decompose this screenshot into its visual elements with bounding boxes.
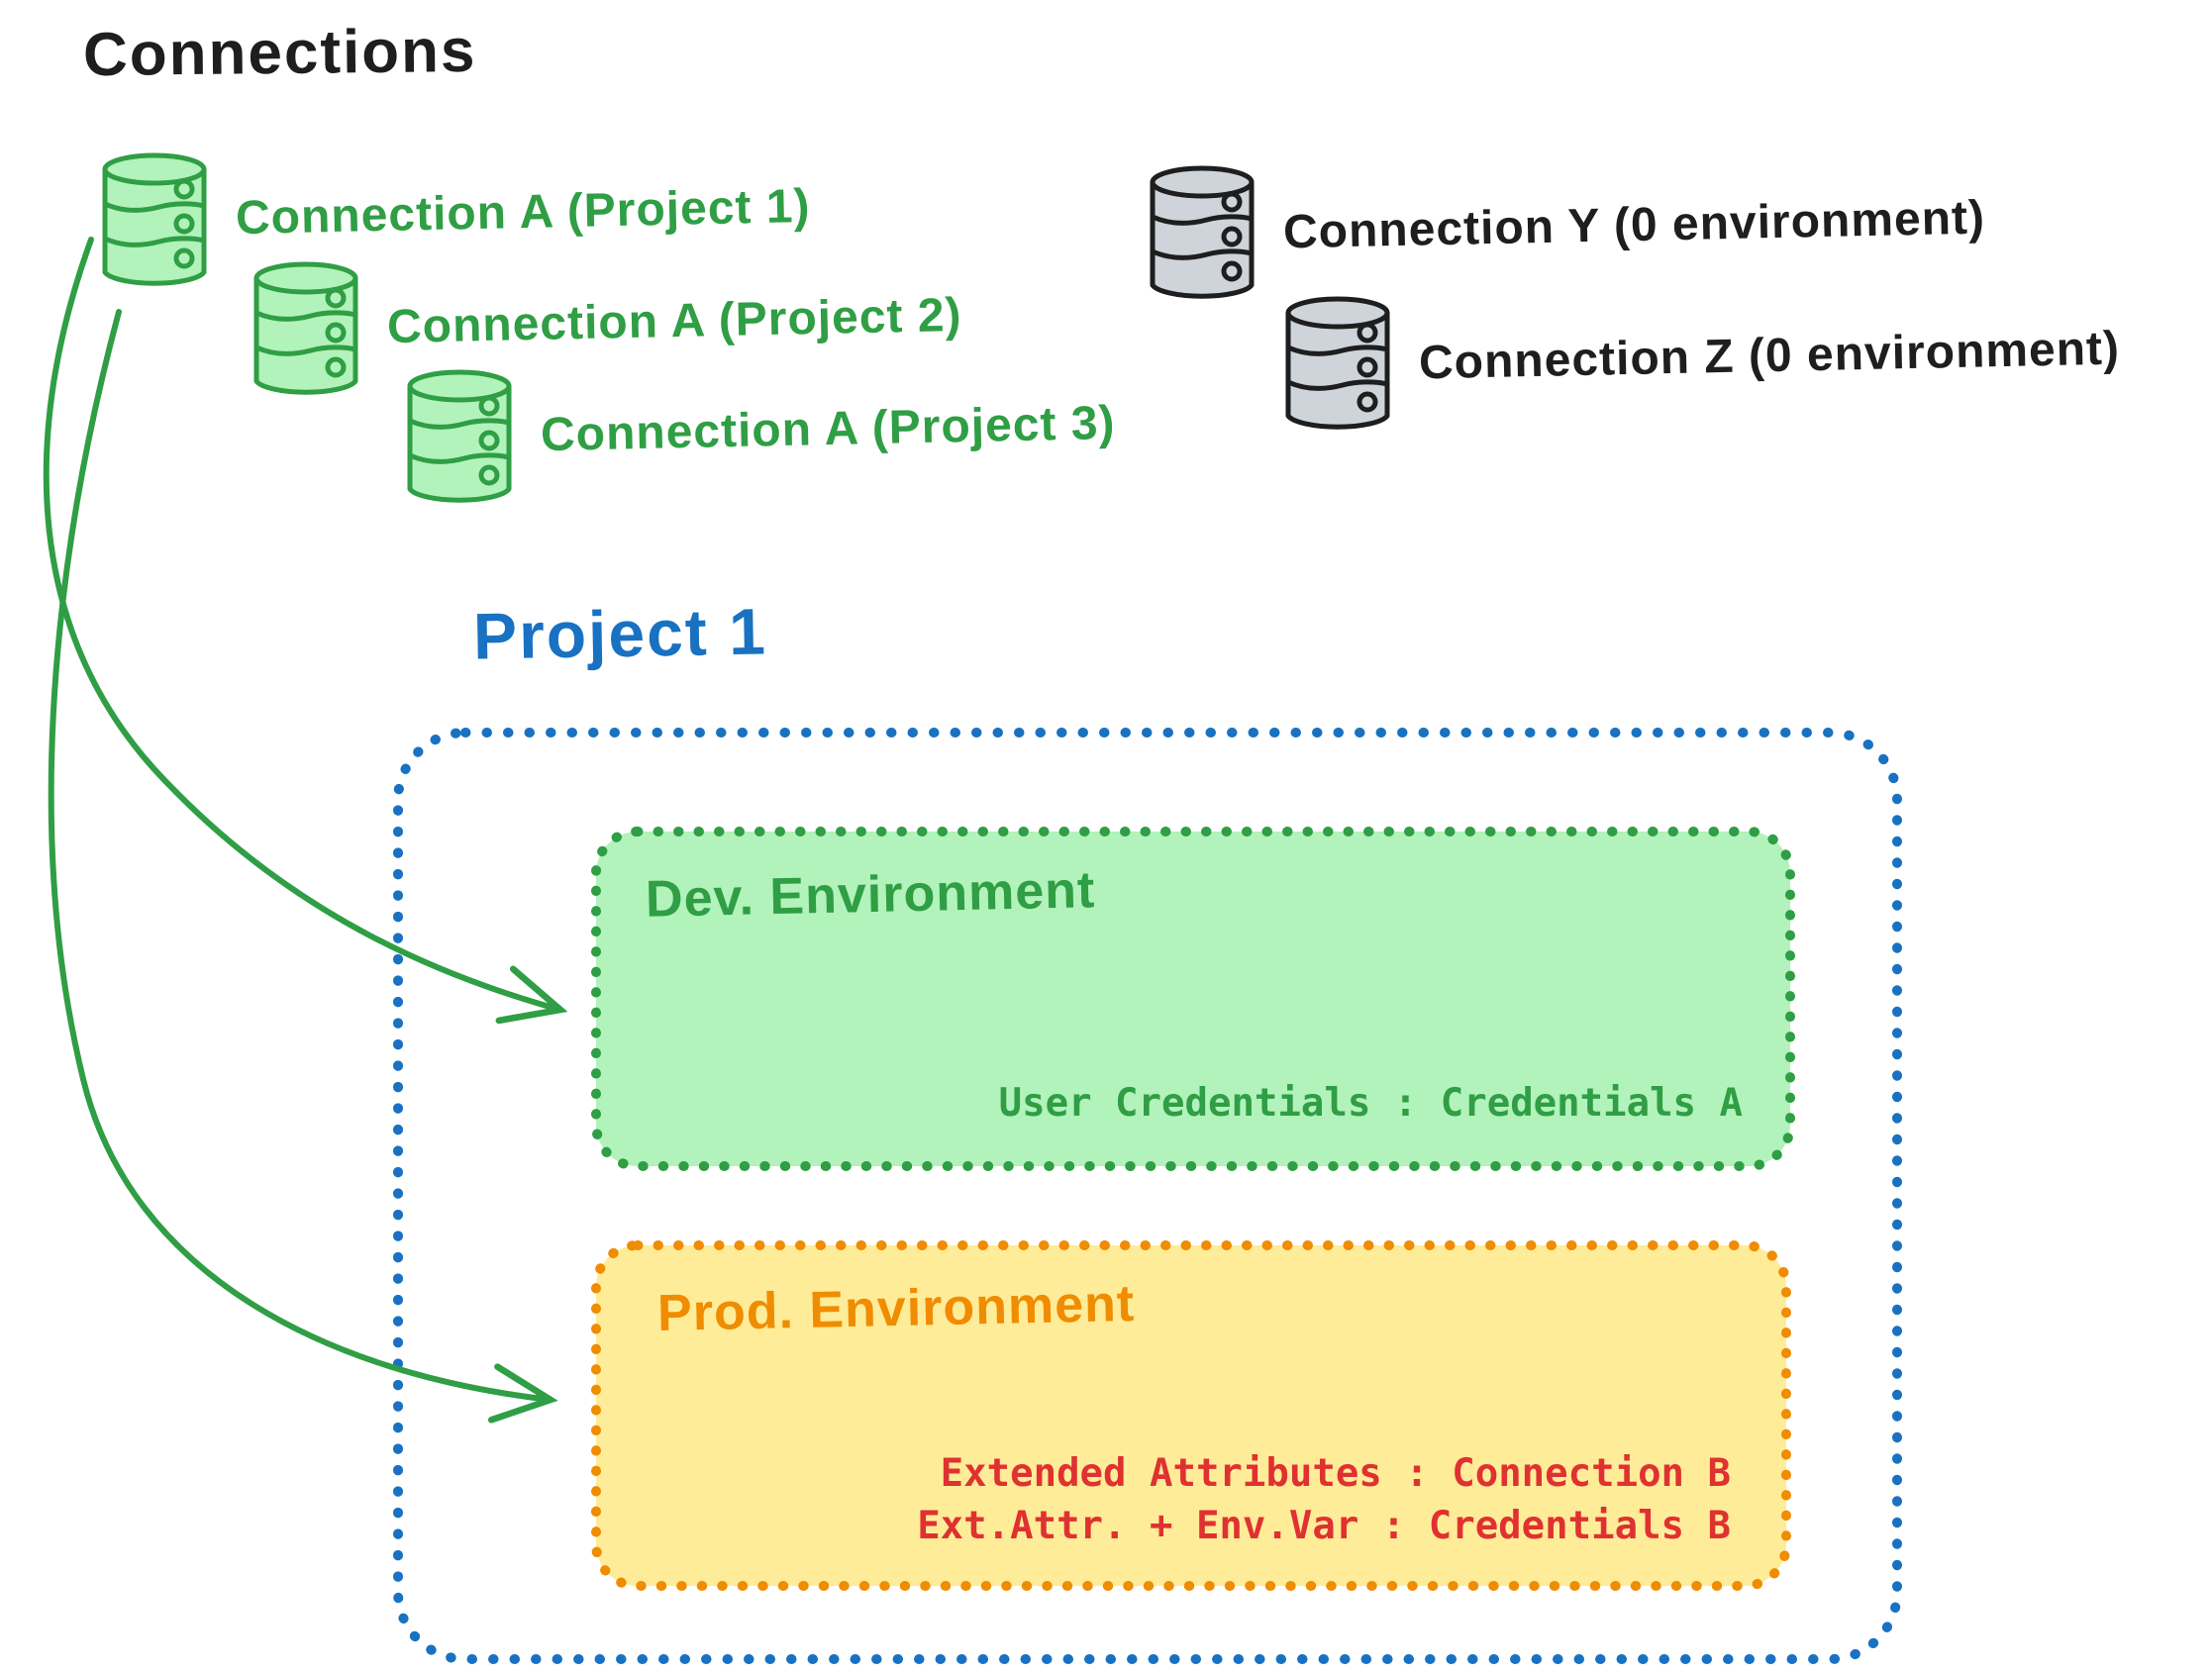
diagram-title: Connections xyxy=(82,16,477,90)
prod-mapping-line-1: Extended Attributes : Connection B xyxy=(940,1451,1731,1496)
connection-item-z: Connection Z (0 environment) xyxy=(1282,295,2120,443)
arrow-to-prod-environment xyxy=(48,309,558,1424)
connection-item-a-project1: Connection A (Project 1) xyxy=(99,151,811,300)
connection-label: Connection A (Project 2) xyxy=(386,288,962,354)
database-icon xyxy=(102,152,207,286)
dev-environment-mapping: User Credentials : Credentials A xyxy=(998,1081,1743,1126)
connection-item-a-project2: Connection A (Project 2) xyxy=(251,260,962,409)
dev-environment-box xyxy=(591,827,1795,1171)
database-icon xyxy=(253,261,358,395)
prod-environment-title: Prod. Environment xyxy=(656,1274,1136,1343)
connection-item-y: Connection Y (0 environment) xyxy=(1147,164,1985,313)
dev-environment-title: Dev. Environment xyxy=(645,861,1096,929)
prod-mapping-line-2: Ext.Attr. + Env.Var : Credentials B xyxy=(917,1504,1731,1548)
database-icon xyxy=(1150,165,1255,299)
database-icon xyxy=(407,369,512,503)
connection-label: Connection A (Project 3) xyxy=(540,396,1116,462)
project-title: Project 1 xyxy=(472,594,768,673)
arrow-to-dev-environment xyxy=(43,237,568,1025)
prod-environment-mappings: Extended Attributes : Connection B Ext.A… xyxy=(596,1447,1786,1552)
project-1-boundary xyxy=(393,728,1902,1664)
database-icon xyxy=(1285,296,1390,430)
connection-label: Connection A (Project 1) xyxy=(235,179,811,246)
prod-environment-box xyxy=(591,1240,1791,1591)
connection-item-a-project3: Connection A (Project 3) xyxy=(404,368,1116,517)
